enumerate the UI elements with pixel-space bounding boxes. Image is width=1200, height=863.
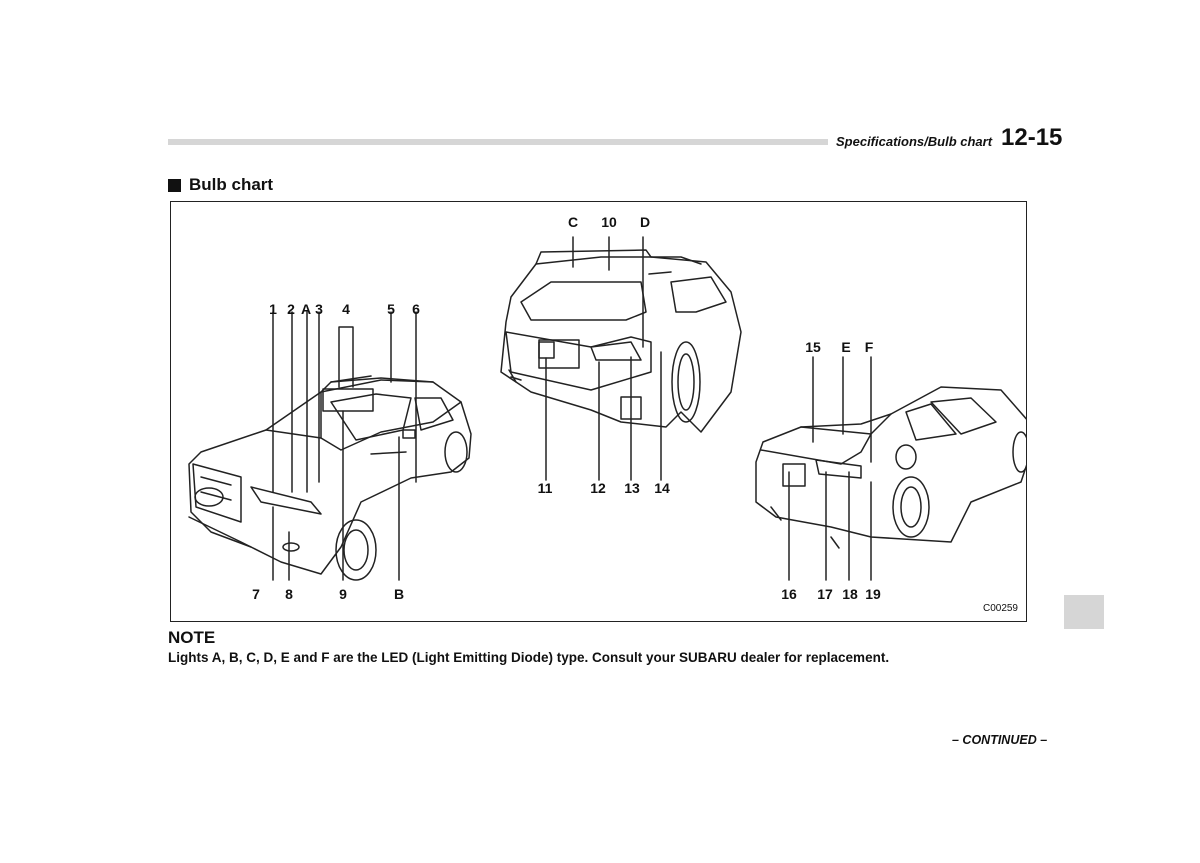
header-rule [168,139,828,145]
square-bullet-icon [168,178,181,192]
callout-7: 7 [252,586,260,602]
callout-14: 14 [654,480,670,496]
callout-16: 16 [781,586,797,602]
callout-F: F [864,339,874,355]
callout-5: 5 [387,301,395,317]
section-title-text: Bulb chart [189,175,274,194]
callout-9: 9 [339,586,347,602]
callout-C: C [567,214,579,230]
figure-code: C00259 [982,603,1018,614]
callout-1: 1 [269,301,277,317]
chapter-tab [1064,595,1104,629]
callout-15: 15 [805,339,821,355]
callout-18: 18 [842,586,858,602]
vehicle-illustrations [188,236,1026,581]
callout-6: 6 [412,301,420,317]
callout-17: 17 [817,586,833,602]
continued-marker: – CONTINUED – [952,733,1048,747]
callout-3: 3 [315,301,323,317]
callout-8: 8 [285,586,293,602]
callout-12: 12 [590,480,606,496]
callout-E: E [841,339,851,355]
callout-B: B [393,586,405,602]
section-title: Bulb chart [168,175,273,195]
callout-D: D [639,214,651,230]
callout-19: 19 [865,586,881,602]
front-sedan-illustration [188,311,472,581]
bulb-chart-figure: 1 2 A 3 4 5 6 7 8 9 B C 10 D 11 12 13 14… [170,201,1027,622]
note-text: Lights A, B, C, D, E and F are the LED (… [168,650,890,665]
rear-wagon-illustration [500,236,742,481]
rear-sedan-illustration [755,356,1026,581]
callout-2: 2 [287,301,295,317]
callout-13: 13 [624,480,640,496]
callout-11: 11 [537,480,553,496]
callout-4: 4 [342,301,350,317]
header-section-title: Specifications/Bulb chart [836,134,993,149]
page-number: 12-15 [1001,124,1063,151]
note-title: NOTE [168,628,216,647]
callout-A: A [300,301,312,317]
callout-10: 10 [601,214,617,230]
